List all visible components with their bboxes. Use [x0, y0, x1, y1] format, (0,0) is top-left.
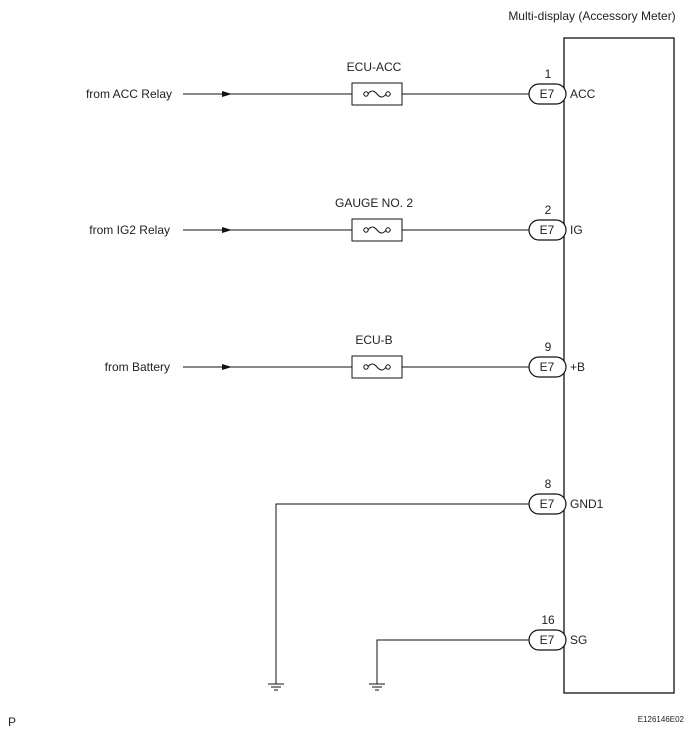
fuse-terminal-icon [385, 91, 391, 97]
arrow-icon [222, 91, 232, 97]
fuse-label-ecu-acc: ECU-ACC [347, 60, 402, 74]
circuit-sg: 16 E7 SG [369, 613, 587, 691]
corner-label: P [8, 715, 16, 729]
terminal-label: +B [570, 360, 585, 374]
fuse-terminal-icon [363, 227, 369, 233]
fuse-terminal-icon [385, 364, 391, 370]
fuse-terminal-icon [385, 227, 391, 233]
pin-number: 16 [541, 613, 555, 627]
connector-icon [528, 356, 567, 378]
fuse-terminal-icon [363, 91, 369, 97]
circuit-ig: from IG2 Relay GAUGE NO. 2 2 E7 IG [89, 196, 583, 242]
pin-number: 2 [545, 203, 552, 217]
source-label-ig2-relay: from IG2 Relay [89, 223, 170, 237]
fuse-label-gauge-no2: GAUGE NO. 2 [335, 196, 413, 210]
connector-code: E7 [540, 223, 555, 237]
pin-number: 8 [545, 477, 552, 491]
ground-icon [268, 683, 284, 691]
fuse-terminal-icon [363, 364, 369, 370]
connector-icon [528, 219, 567, 241]
fuse-element-icon [367, 90, 387, 98]
source-label-battery: from Battery [105, 360, 170, 374]
fuse-element-icon [367, 226, 387, 234]
wire-sg [376, 639, 529, 684]
connector-code: E7 [540, 497, 555, 511]
arrow-icon [222, 227, 232, 233]
ground-icon [369, 683, 385, 691]
pin-number: 9 [545, 340, 552, 354]
terminal-label: GND1 [570, 497, 604, 511]
connector-code: E7 [540, 87, 555, 101]
connector-code: E7 [540, 633, 555, 647]
component-title: Multi-display (Accessory Meter) [508, 9, 675, 23]
terminal-label: SG [570, 633, 587, 647]
circuit-acc: from ACC Relay ECU-ACC 1 E7 ACC [86, 60, 596, 106]
figure-code: E126146E02 [638, 715, 685, 724]
source-label-acc-relay: from ACC Relay [86, 87, 172, 101]
pin-number: 1 [545, 67, 552, 81]
connector-code: E7 [540, 360, 555, 374]
circuit-b: from Battery ECU-B 9 E7 +B [105, 333, 585, 379]
terminal-label: ACC [570, 87, 596, 101]
fuse-label-ecu-b: ECU-B [355, 333, 392, 347]
fuse-element-icon [367, 363, 387, 371]
wire-gnd1 [275, 503, 529, 684]
circuit-gnd1: 8 E7 GND1 [268, 477, 604, 691]
connector-icon [528, 493, 567, 515]
connector-icon [528, 83, 567, 105]
arrow-icon [222, 364, 232, 370]
terminal-label: IG [570, 223, 583, 237]
connector-icon [528, 629, 567, 651]
